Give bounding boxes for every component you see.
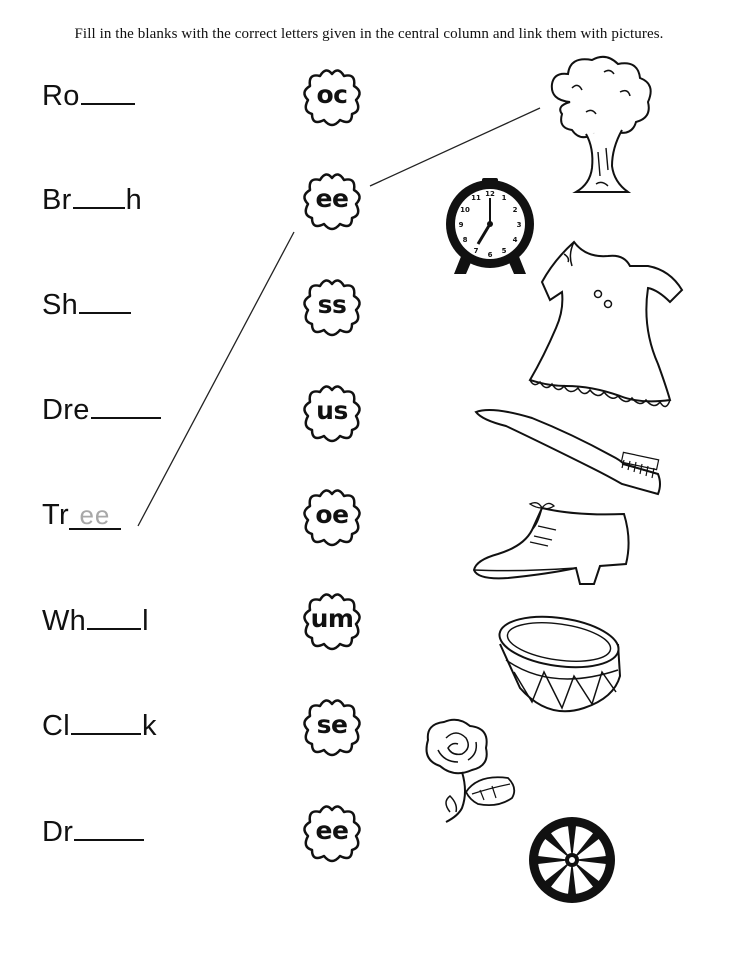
word-prefix: Dr <box>42 816 74 848</box>
shoe-picture[interactable] <box>468 500 634 590</box>
link-line <box>137 231 295 527</box>
drum-picture[interactable] <box>492 612 628 720</box>
dress-picture[interactable] <box>520 236 688 420</box>
flower-icon <box>303 173 361 231</box>
word-prefix: Dre <box>42 394 90 426</box>
flower-icon <box>303 69 361 127</box>
letter-pair: us <box>316 396 348 425</box>
clock-numeral: 3 <box>517 221 522 229</box>
letter-pair: oc <box>316 80 349 109</box>
letter-flower[interactable]: oe <box>296 484 368 548</box>
word-prefix: Wh <box>42 605 87 637</box>
word-prefix: Br <box>42 184 72 216</box>
letter-pair: um <box>310 604 354 633</box>
link-line <box>369 107 541 187</box>
clock-picture[interactable]: 12 1 2 3 4 5 6 7 8 9 10 11 <box>440 176 540 278</box>
wheel-picture[interactable] <box>524 812 620 908</box>
clock-numeral: 11 <box>471 194 481 202</box>
flower-icon <box>303 279 361 337</box>
flower-icon <box>303 593 361 651</box>
tree-picture[interactable] <box>542 52 658 196</box>
clock-numeral: 7 <box>474 247 479 255</box>
toothbrush-picture[interactable] <box>472 404 664 500</box>
blank-line[interactable] <box>74 814 145 841</box>
letter-pair: se <box>316 710 348 739</box>
rose-picture[interactable] <box>418 716 526 826</box>
word-prefix: Ro <box>42 80 80 112</box>
letter-flower[interactable]: ee <box>296 800 368 864</box>
flower-icon <box>303 489 361 547</box>
word-row: Sh <box>42 287 132 322</box>
letter-flower[interactable]: oc <box>296 64 368 128</box>
word-prefix: Tr <box>42 499 69 531</box>
blank-line[interactable] <box>90 392 161 419</box>
flower-icon <box>303 385 361 443</box>
clock-numeral: 6 <box>488 251 493 259</box>
flower-icon <box>303 805 361 863</box>
word-row: Dre <box>42 392 162 427</box>
instructions-text: Fill in the blanks with the correct lett… <box>74 26 664 42</box>
word-row: Cl k <box>42 708 157 743</box>
word-row: Br h <box>42 182 142 217</box>
clock-numeral: 9 <box>459 221 464 229</box>
word-row: Wh l <box>42 603 149 638</box>
word-row: Dr <box>42 814 145 849</box>
word-prefix: Cl <box>42 710 70 742</box>
letter-flower[interactable]: ss <box>296 274 368 338</box>
blank-line[interactable] <box>72 182 125 209</box>
blank-line[interactable] <box>79 287 132 314</box>
clock-numeral: 10 <box>460 206 470 214</box>
letter-pair: ee <box>315 816 349 845</box>
blank-line[interactable] <box>80 78 135 105</box>
blank-line[interactable] <box>71 708 141 735</box>
clock-numeral: 8 <box>463 236 468 244</box>
word-suffix: k <box>142 710 157 742</box>
clock-numeral: 12 <box>485 190 495 198</box>
word-row: Ro <box>42 78 136 113</box>
filled-answer[interactable]: ee <box>68 502 121 530</box>
letter-flower[interactable]: se <box>296 694 368 758</box>
clock-numeral: 2 <box>513 206 518 214</box>
letter-pair: oe <box>315 500 349 529</box>
clock-numeral: 1 <box>502 194 507 202</box>
letter-pair: ee <box>315 184 349 213</box>
blank-line[interactable] <box>87 603 142 630</box>
word-suffix: l <box>142 605 149 637</box>
clock-numeral: 4 <box>513 236 518 244</box>
letter-flower[interactable]: us <box>296 380 368 444</box>
flower-icon <box>303 699 361 757</box>
word-prefix: Sh <box>42 289 79 321</box>
letter-flower[interactable]: ee <box>296 168 368 232</box>
word-suffix: h <box>125 184 143 216</box>
letter-flower[interactable]: um <box>296 588 368 652</box>
clock-numeral: 5 <box>502 247 507 255</box>
letter-pair: ss <box>317 290 347 319</box>
